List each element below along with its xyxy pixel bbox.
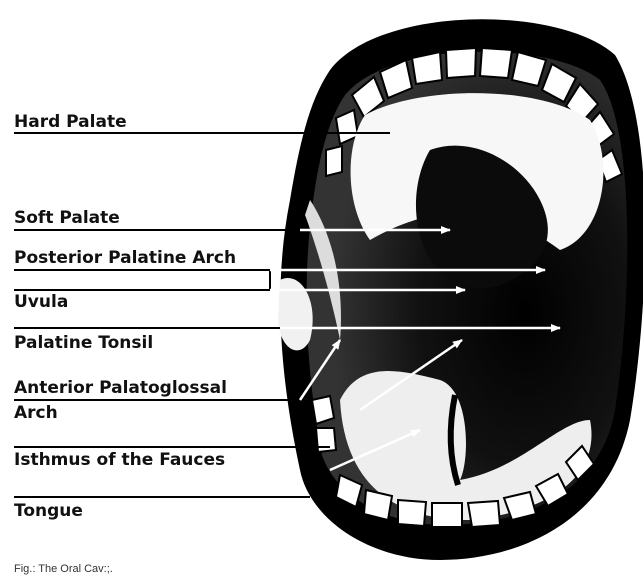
isthmus-label: Isthmus of the Fauces bbox=[14, 450, 225, 470]
palatine-tonsil-label: Palatine Tonsil bbox=[14, 333, 153, 353]
anterior-arch-label-line1: Anterior Palatoglossal bbox=[14, 378, 227, 398]
uvula-label: Uvula bbox=[14, 292, 68, 312]
anterior-arch-label-line2: Arch bbox=[14, 403, 58, 423]
tongue-label: Tongue bbox=[14, 501, 83, 521]
hard-palate-label: Hard Palate bbox=[14, 112, 127, 132]
soft-palate-label: Soft Palate bbox=[14, 208, 120, 228]
posterior-palatine-arch-label: Posterior Palatine Arch bbox=[14, 248, 236, 268]
figure-caption: Fig.: The Oral Cav:;. bbox=[14, 563, 113, 575]
